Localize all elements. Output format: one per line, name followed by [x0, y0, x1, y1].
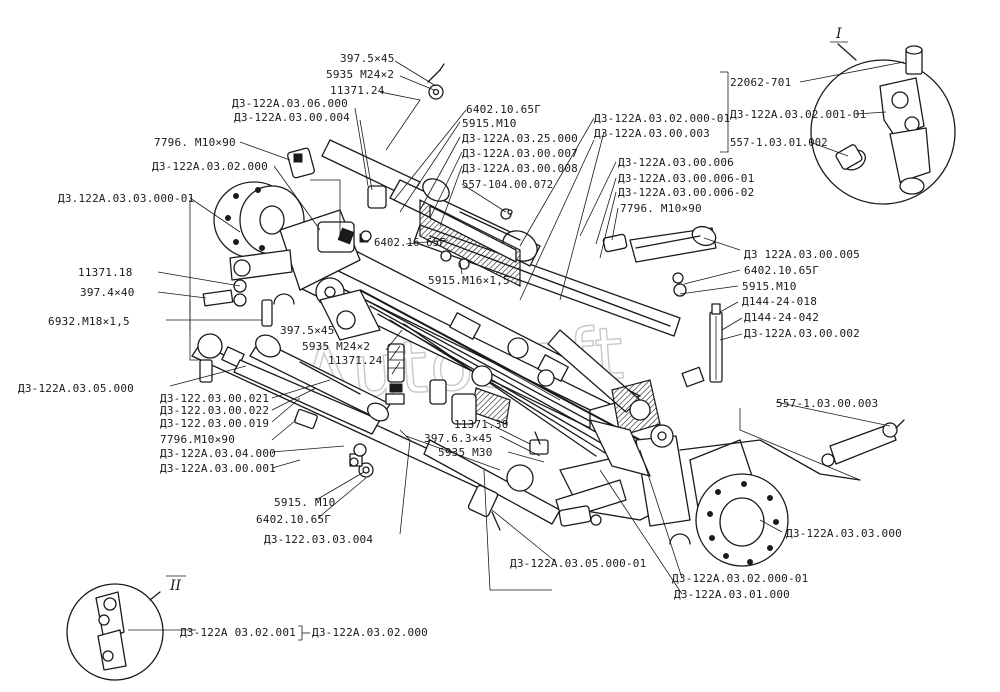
label-34: 11371.24: [328, 354, 383, 367]
label-19: Д3-122А.03.00.006-01: [618, 172, 754, 185]
detail-two-bracket: [95, 591, 127, 671]
label-28: 11371.18: [78, 266, 133, 279]
shock-absorber-lower: [249, 334, 391, 422]
label-46: 5915. М10: [274, 496, 335, 509]
label-12: 6402.16.65Г: [374, 237, 446, 249]
label-6: 6402.10.65Г: [466, 103, 541, 116]
label-45: 557-1.03.00.003: [776, 397, 878, 410]
brake-line: [679, 419, 905, 481]
label-56: Д3-122А 03.02.001: [180, 626, 296, 639]
label-31: 5915.М16×1,5: [428, 274, 510, 287]
label-3: 11371.24: [330, 84, 385, 97]
label-2: 5935 М24×2: [326, 68, 394, 81]
bracket-mark: [298, 625, 303, 641]
detail-two: II: [66, 575, 196, 681]
label-50: Д3-122А.03.05.000-01: [510, 557, 646, 570]
label-55: 557-1.03.01.002: [730, 137, 828, 149]
label-1: 397.5×45: [340, 52, 395, 65]
leader-lines: [157, 60, 891, 595]
label-17: Д3.122А.03.03.000-01: [58, 192, 194, 205]
label-7: 5915.М10: [462, 117, 517, 130]
label-32: 397.5×45: [280, 324, 335, 337]
spring-bracket: [419, 199, 521, 287]
label-29: 397.4×40: [80, 286, 135, 299]
right-hub: [555, 473, 789, 567]
label-23: 6402.10.65Г: [744, 264, 819, 277]
label-30: 6932.М18×1,5: [48, 315, 130, 328]
label-52: Д3-122А.03.01.000: [674, 588, 790, 601]
label-48: Д3-122.03.03.004: [264, 533, 373, 546]
hardware-top: [199, 63, 513, 467]
label-18: Д3-122А.03.00.006: [618, 156, 734, 169]
label-53: 22062-701: [730, 76, 791, 89]
part-labels: 397.5×45 5935 М24×2 11371.24 Д3-122А.03.…: [18, 52, 902, 641]
left-hub: [213, 181, 361, 307]
label-38: Д3-122.03.00.019: [160, 417, 269, 430]
leaf-spring: [359, 289, 641, 457]
label-27: Д3-122А.03.00.002: [744, 327, 860, 340]
label-8: Д3-122А.03.25.000: [462, 132, 578, 145]
label-51: Д3-122А.03.02.000-01: [672, 572, 808, 585]
label-37: Д3-122.03.00.022: [160, 404, 269, 417]
left-knuckle: [319, 227, 381, 341]
label-33: 5935 М24×2: [302, 340, 370, 353]
detail-one-title: I: [835, 26, 842, 42]
callout-markers: [273, 293, 691, 545]
label-25: Д144-24-018: [742, 295, 817, 308]
label-49: Д3-122А.03.03.000: [786, 527, 902, 540]
axle-drawing: [157, 60, 905, 595]
label-41: Д3-122А.03.00.001: [160, 462, 276, 475]
label-36: Д3-122.03.00.021: [160, 392, 269, 405]
label-57: Д3-122А.03.02.000: [312, 626, 428, 639]
label-10: Д3-122А.03.00.008: [462, 162, 578, 175]
label-43: 397.6.3×45: [424, 432, 492, 445]
label-44: 5935 М30: [438, 446, 493, 459]
label-21: 7796. М10×90: [620, 202, 702, 215]
label-42: 11371.30: [454, 418, 509, 431]
tie-rod: [191, 333, 561, 531]
label-15: 7796. М10×90: [154, 136, 236, 149]
label-11: 557-104.00.072: [462, 179, 553, 191]
label-26: Д144-24-042: [744, 311, 819, 324]
label-40: Д3-122А.03.04.000: [160, 447, 276, 460]
label-14: Д3-122А.03.00.003: [594, 127, 710, 140]
detail-two-title: II: [169, 578, 182, 594]
label-54: Д3-122А.03.02.001-01: [730, 108, 866, 121]
detail-one: I: [720, 26, 956, 205]
detail-one-bracket: [835, 45, 931, 195]
shock-absorber-right: [602, 225, 717, 263]
u-bolts: [349, 343, 549, 478]
label-16: Д3-122А.03.02.000: [152, 160, 268, 173]
label-24: 5915.М10: [742, 280, 797, 293]
label-47: 6402.10.65Г: [256, 513, 331, 526]
frame-bracket: [429, 337, 651, 477]
bolts-right: [672, 272, 723, 388]
label-20: Д3-122А.03.00.006-02: [618, 186, 754, 199]
label-9: Д3-122А.03.00.007: [462, 147, 578, 160]
label-4: Д3-122А.03.06.000: [232, 97, 348, 110]
label-22: Д3 122А.03.00.005: [744, 248, 860, 261]
label-35: Д3-122А.03.05.000: [18, 382, 134, 395]
label-39: 7796.М10×90: [160, 433, 235, 446]
label-5: Д3-122А.03.00.004: [234, 111, 350, 124]
label-13: Д3-122А.03.02.000-01: [594, 112, 730, 125]
